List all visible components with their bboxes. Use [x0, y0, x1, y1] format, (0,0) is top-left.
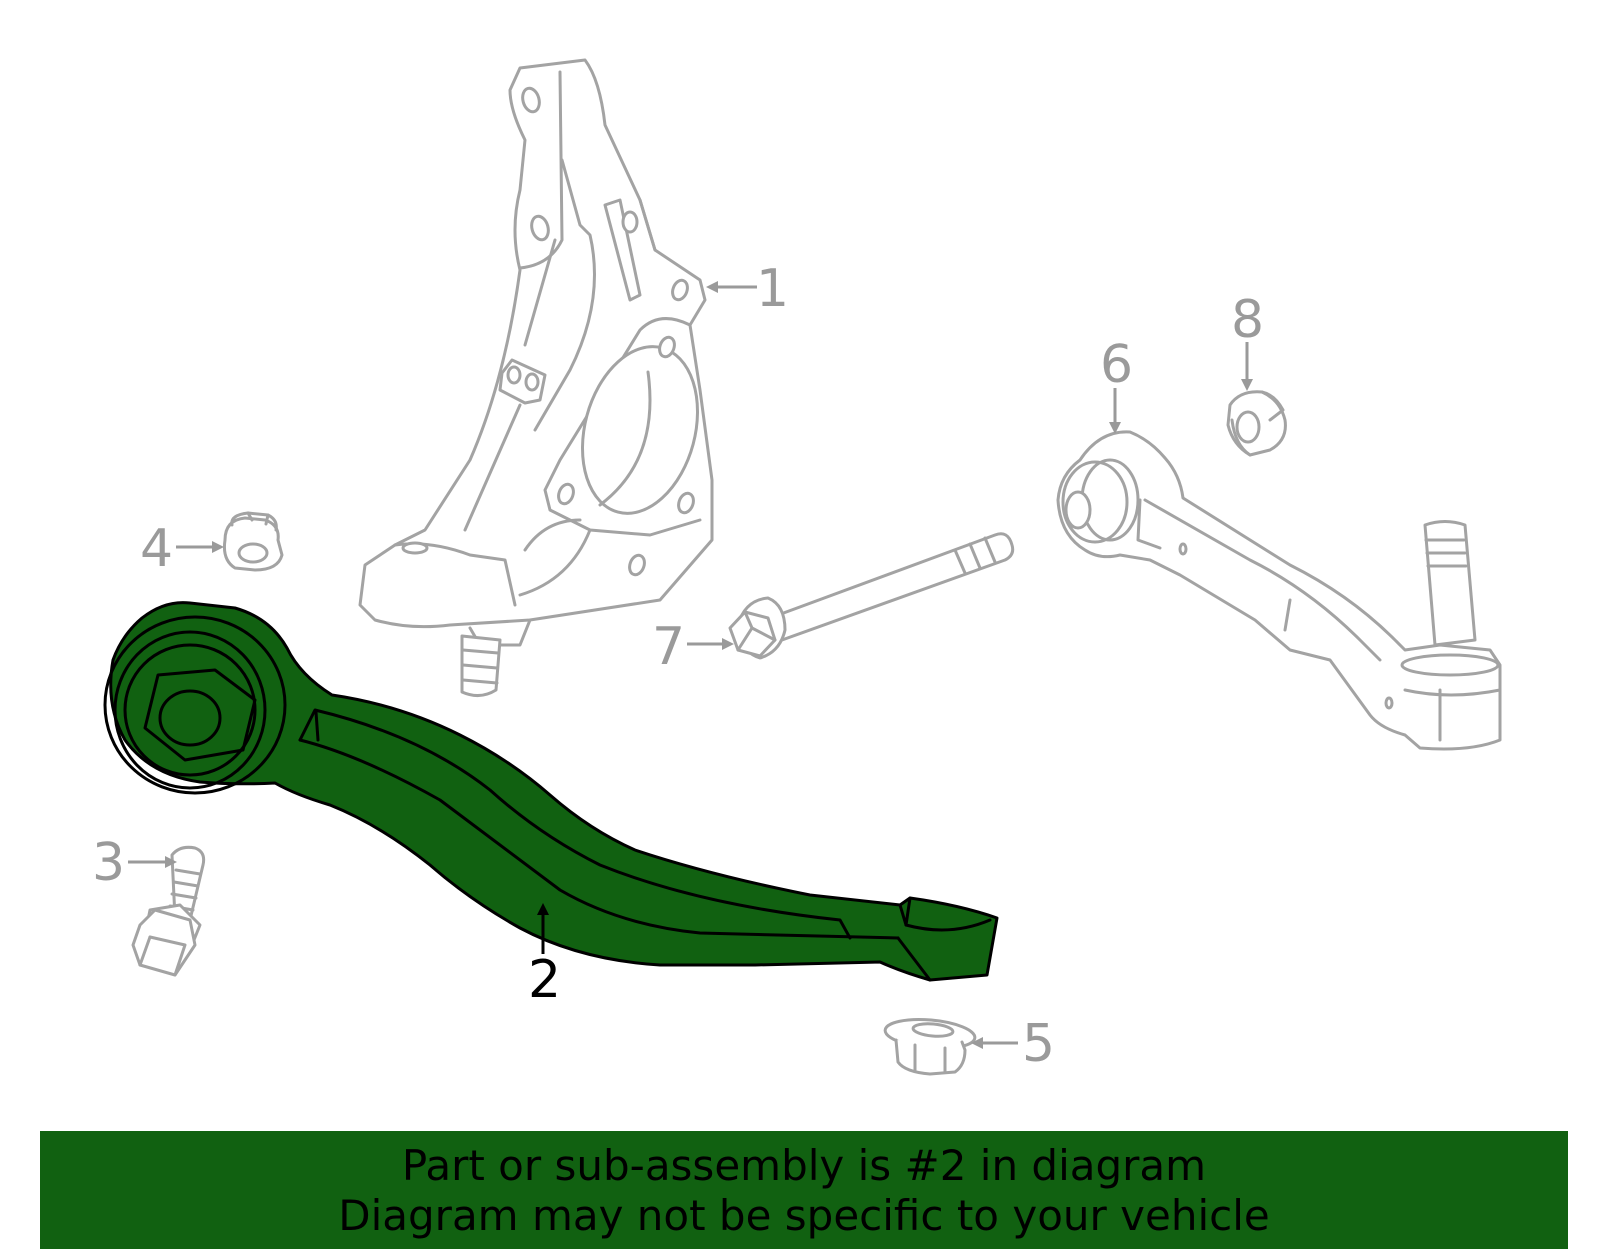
part-7-long-bolt[interactable] — [728, 532, 1015, 660]
part-5-flange-nut[interactable] — [883, 1016, 977, 1076]
arrow-4-head — [212, 541, 224, 553]
arrow-8-head — [1241, 379, 1253, 391]
part-2-lower-control-arm[interactable] — [103, 601, 999, 982]
callout-8: 8 — [1231, 290, 1264, 350]
part-6-upper-control-arm[interactable] — [1056, 430, 1502, 751]
callout-5: 5 — [1022, 1014, 1055, 1074]
callout-1: 1 — [756, 259, 789, 319]
banner-line-part-number: Part or sub-assembly is #2 in diagram — [401, 1141, 1207, 1190]
callout-6: 6 — [1100, 335, 1133, 395]
arrow-1-head — [706, 281, 718, 293]
callout-3: 3 — [92, 833, 125, 893]
part-4-nut[interactable] — [223, 511, 284, 572]
arrow-5-head — [971, 1037, 983, 1049]
arrow-3-head — [165, 856, 177, 868]
banner-line-disclaimer: Diagram may not be specific to your vehi… — [338, 1191, 1270, 1240]
part-8-nut[interactable] — [1226, 390, 1287, 457]
arrow-6-head — [1109, 422, 1121, 434]
callout-7: 7 — [652, 617, 685, 677]
info-banner: Part or sub-assembly is #2 in diagram Di… — [40, 1131, 1568, 1249]
part-1-steering-knuckle[interactable] — [358, 58, 715, 697]
part-3-bolt[interactable] — [131, 845, 206, 977]
callout-2: 2 — [528, 950, 561, 1010]
arrow-7-head — [722, 638, 734, 650]
callout-arrows — [128, 281, 1253, 1049]
arrow-2-head — [537, 903, 549, 915]
callout-4: 4 — [140, 519, 173, 579]
